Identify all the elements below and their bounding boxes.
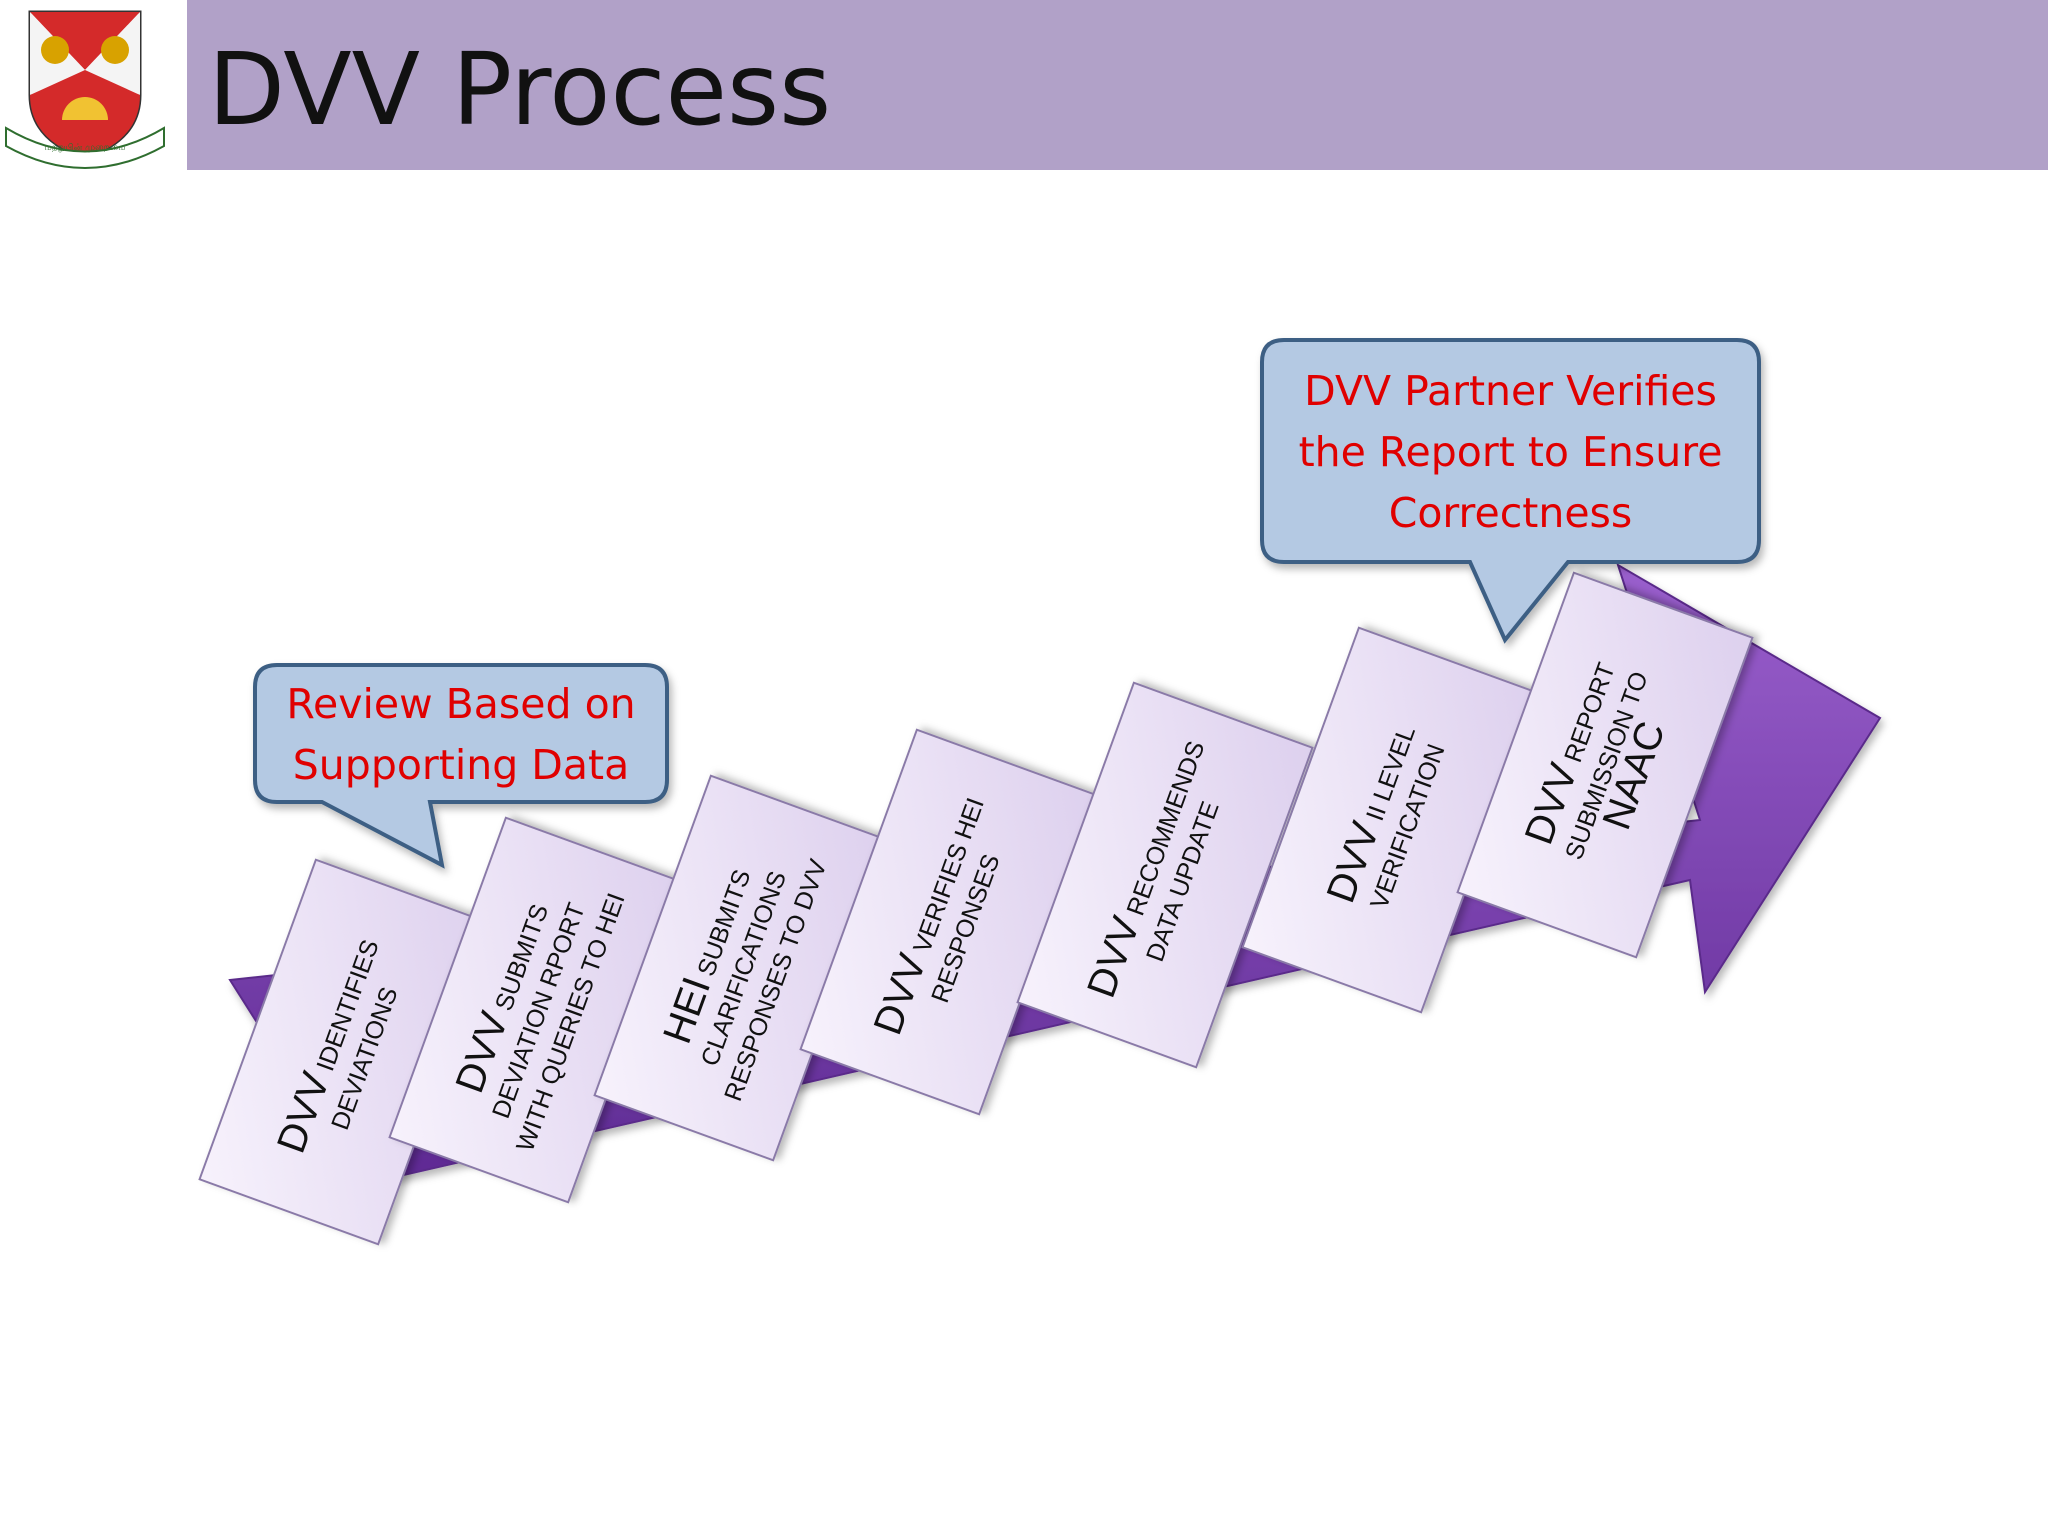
callout-text: Correctness bbox=[1389, 489, 1633, 537]
callout-1: Review Based on Supporting Data bbox=[253, 663, 669, 869]
callout-text: Review Based on bbox=[286, 680, 635, 728]
callout-text: DVV Partner Verifies bbox=[1304, 367, 1717, 415]
process-step-card bbox=[1016, 681, 1314, 1069]
callouts-layer: Review Based on Supporting Data DVV Partne… bbox=[253, 338, 1761, 869]
callout-bubble bbox=[253, 663, 669, 869]
university-crest-icon: மற்றுபின் முறைமை bbox=[0, 0, 170, 170]
logo-motto: மற்றுபின் முறைமை bbox=[44, 143, 125, 153]
callout-text: Supporting Data bbox=[293, 741, 629, 789]
page-title: DVV Process bbox=[208, 31, 832, 148]
header-bar bbox=[187, 0, 2048, 170]
callout-2: DVV Partner Verifies the Report to Ensure… bbox=[1260, 338, 1761, 644]
callout-text: the Report to Ensure bbox=[1299, 428, 1723, 476]
process-step-card bbox=[1456, 571, 1754, 959]
callout-bubble bbox=[1260, 338, 1761, 644]
